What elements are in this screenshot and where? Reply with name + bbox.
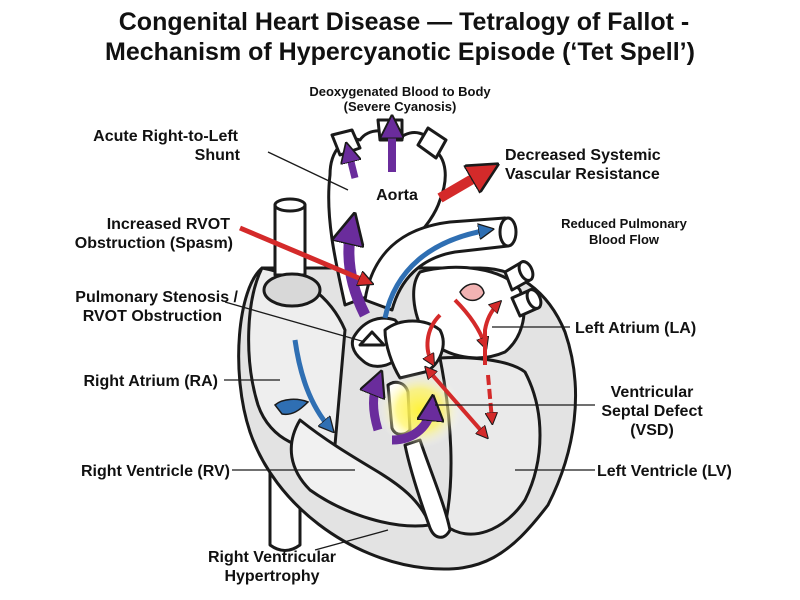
pulmonary-flow-arrow [382,230,488,319]
aorta [327,129,447,307]
svc-opening [273,197,307,213]
label-rvh-2: Hypertrophy [224,568,319,585]
la-flow-arrow-3 [483,304,498,365]
vsd-bidirectional-arrow [428,370,485,435]
label-svr-2: Vascular Resistance [505,166,660,183]
label-vsd-1: Ventricular [611,384,694,401]
label-pulm-stenosis-1: Pulmonary Stenosis / [75,289,238,306]
leader-lines [224,151,595,551]
rvot-spasm-arrow [239,225,368,282]
interventricular-septum [403,438,452,539]
label-pulm-stenosis-2: RVOT Obstruction [83,308,222,325]
label-la: Left Atrium (LA) [575,320,696,337]
label-rvot-spasm-2: Obstruction (Spasm) [75,235,233,252]
pulmonary-artery-end [498,216,518,248]
label-rv: Right Ventricle (RV) [81,463,230,480]
label-shunt-2: Shunt [195,147,241,164]
leader-pulm-stenosis [224,301,366,343]
left-atrium-highlight [459,283,485,302]
label-vsd-2: Septal Defect [601,403,703,420]
label-deoxy-2: (Severe Cyanosis) [344,99,457,114]
label-shunt-1: Acute Right-to-Left [93,128,239,145]
label-lv: Left Ventricle (LV) [597,463,732,480]
aortic-branch-right [416,126,448,160]
title-line-2: Mechanism of Hypercyanotic Episode (‘Tet… [105,38,695,66]
right-atrial-appendage [262,272,322,308]
label-pulm-flow-2: Blood Flow [589,232,660,247]
leader-shunt [267,151,349,191]
label-pulm-flow-1: Reduced Pulmonary [561,216,687,231]
label-svr-1: Decreased Systemic [505,147,661,164]
deoxy-arrow-left [348,150,355,179]
label-aorta: Aorta [376,187,418,204]
ra-to-rv-arrow [292,339,330,428]
flow-arrows [239,124,498,445]
shunt-arrow-vsd [374,380,379,432]
la-flow-arrow-2 [427,313,442,362]
right-atrium-blood-pool [273,398,310,416]
svr-arrow [437,170,488,203]
label-vsd-3: (VSD) [630,422,674,439]
title-line-1: Congenital Heart Disease — Tetralogy of … [119,8,689,36]
label-ra: Right Atrium (RA) [84,373,219,390]
shunt-arrow-aorta [349,225,370,318]
pulmonary-valve-cusp [358,330,386,347]
vsd-glow [378,372,462,448]
leader-rvh [314,529,389,551]
pulmonary-vein-lower-end [525,288,543,310]
label-rvot-spasm-1: Increased RVOT [107,216,231,233]
label-rvh-1: Right Ventricular [208,549,336,566]
superior-vena-cava [273,203,307,277]
pulmonary-vein-upper-end [517,260,535,282]
label-deoxy-1: Deoxygenated Blood to Body [309,84,491,99]
